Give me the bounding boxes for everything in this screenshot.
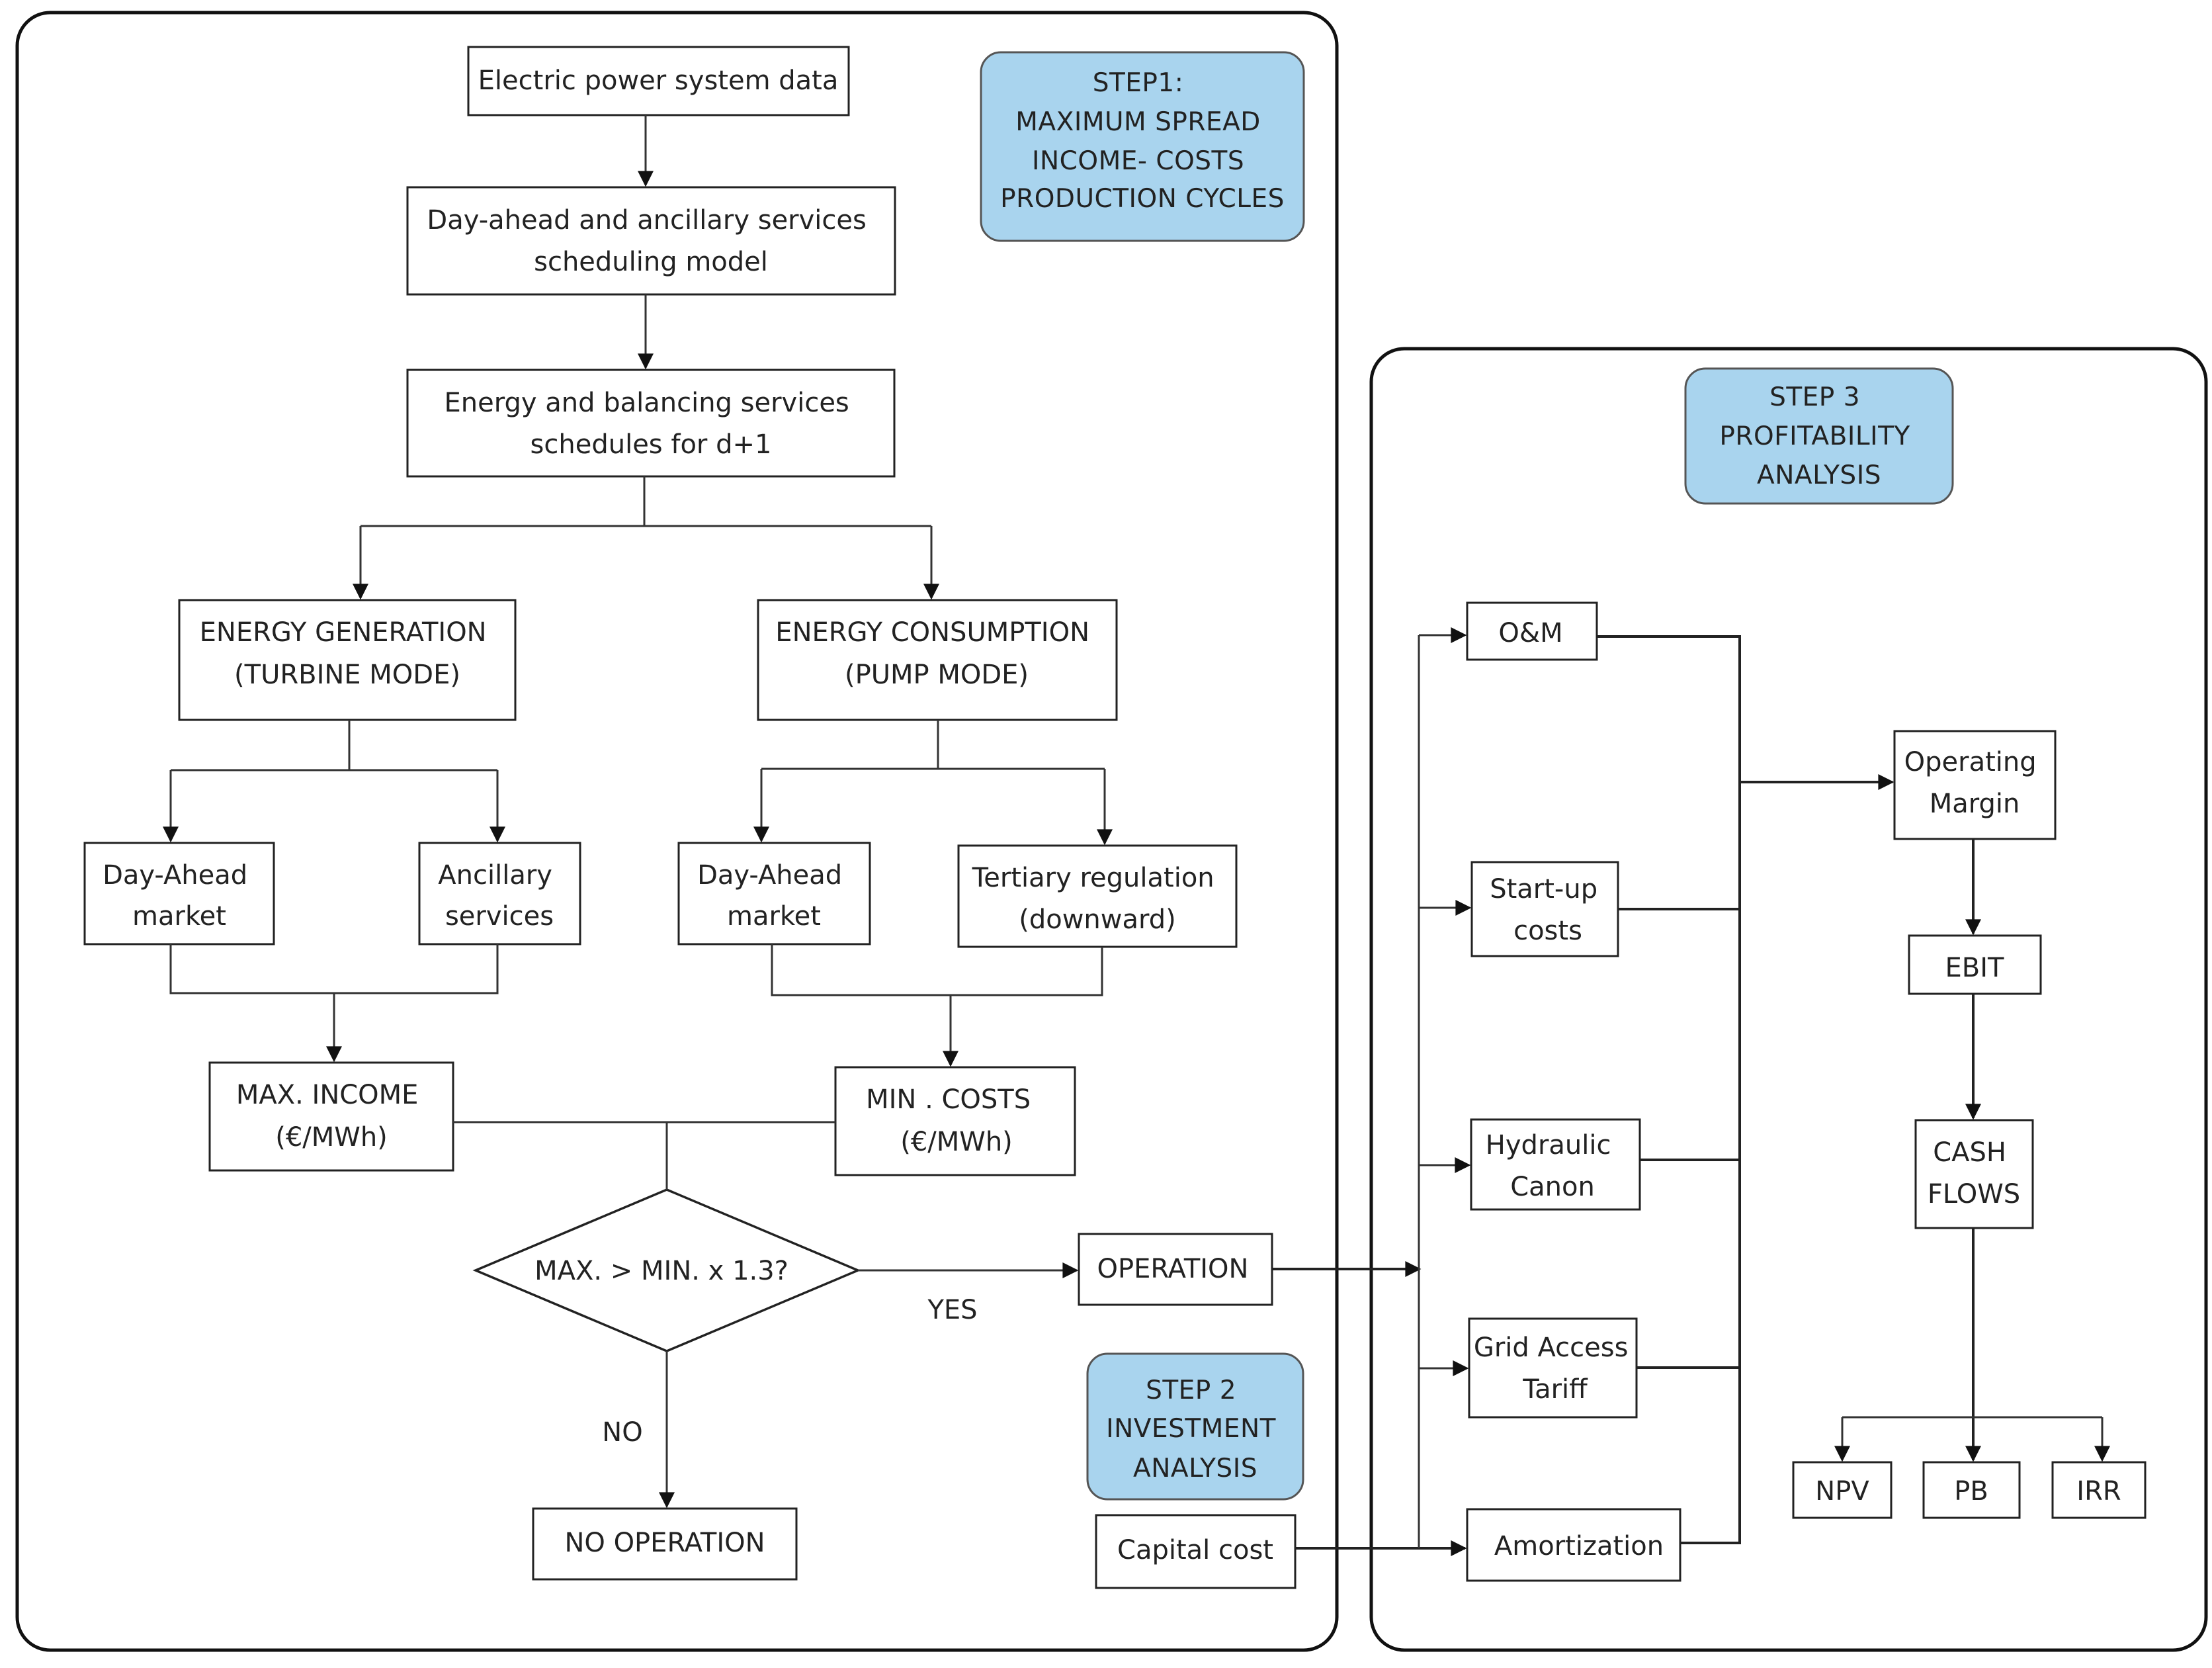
amortization-text: Amortization bbox=[1494, 1531, 1664, 1561]
om-box: O&M bbox=[1466, 601, 1598, 661]
no-label: NO bbox=[602, 1417, 642, 1448]
pb-text: PB bbox=[1954, 1476, 1988, 1507]
ancillary-services-text: Ancillary services bbox=[438, 860, 560, 932]
scheduling-model-box: Day-ahead and ancillary services schedul… bbox=[406, 186, 896, 296]
power-data-text: Electric power system data bbox=[478, 66, 839, 96]
energy-generation-text: ENERGY GENERATION (TURBINE MODE) bbox=[200, 617, 495, 690]
ebit-box: EBIT bbox=[1908, 934, 2042, 995]
step2-text: STEP 2 INVESTMENT ANALYSIS bbox=[1106, 1376, 1285, 1483]
power-data-box: Electric power system data bbox=[467, 46, 850, 116]
energy-generation-box: ENERGY GENERATION (TURBINE MODE) bbox=[178, 599, 517, 721]
capital-cost-box: Capital cost bbox=[1095, 1514, 1297, 1589]
startup-costs-box: Start-up costs bbox=[1470, 861, 1619, 957]
max-income-text: MAX. INCOME (€/MWh) bbox=[236, 1080, 427, 1153]
energy-consumption-text: ENERGY CONSUMPTION (PUMP MODE) bbox=[775, 617, 1097, 690]
step3-label: STEP 3 PROFITABILITY ANALYSIS bbox=[1684, 367, 1954, 505]
costs-merge-bus bbox=[1597, 635, 1741, 1544]
merge-to-max-income bbox=[169, 944, 499, 1061]
step2-label: STEP 2 INVESTMENT ANALYSIS bbox=[1086, 1352, 1304, 1501]
split-schedules bbox=[361, 476, 931, 527]
pb-box: PB bbox=[1922, 1461, 2021, 1519]
min-costs-text: MIN . COSTS (€/MWh) bbox=[866, 1084, 1039, 1157]
cons-day-ahead-text: Day-Ahead market bbox=[697, 860, 851, 932]
step1-connectors bbox=[163, 115, 1113, 1509]
yes-label: YES bbox=[927, 1295, 977, 1325]
operation-text: OPERATION bbox=[1097, 1254, 1249, 1284]
tertiary-regulation-text: Tertiary regulation (downward) bbox=[972, 863, 1223, 935]
scheduling-model-text: Day-ahead and ancillary services schedul… bbox=[427, 205, 874, 277]
step1-panel bbox=[15, 11, 1339, 1652]
irr-box: IRR bbox=[2051, 1461, 2147, 1519]
ebit-text: EBIT bbox=[1945, 953, 2005, 983]
startup-costs-text: Start-up costs bbox=[1490, 874, 1606, 946]
schedules-box: Energy and balancing services schedules … bbox=[406, 369, 896, 478]
tertiary-regulation-box: Tertiary regulation (downward) bbox=[957, 844, 1238, 948]
min-costs-box: MIN . COSTS (€/MWh) bbox=[834, 1066, 1076, 1176]
max-income-box: MAX. INCOME (€/MWh) bbox=[208, 1061, 454, 1172]
cash-flows-box: CASH FLOWS bbox=[1914, 1119, 2034, 1229]
merge-to-min-costs bbox=[771, 944, 1103, 1065]
no-operation-box: NO OPERATION bbox=[532, 1507, 798, 1581]
amortization-box: Amortization bbox=[1466, 1508, 1681, 1582]
step3-connectors bbox=[1272, 627, 2110, 1556]
energy-consumption-box: ENERGY CONSUMPTION (PUMP MODE) bbox=[757, 599, 1118, 721]
cons-day-ahead-box: Day-Ahead market bbox=[677, 842, 871, 945]
grid-access-tariff-box: Grid Access Tariff bbox=[1468, 1317, 1638, 1419]
split-consumption bbox=[761, 720, 1105, 770]
split-generation bbox=[171, 720, 497, 771]
hydraulic-canon-box: Hydraulic Canon bbox=[1470, 1118, 1641, 1211]
npv-box: NPV bbox=[1792, 1461, 1893, 1519]
npv-text: NPV bbox=[1815, 1476, 1869, 1507]
no-operation-text: NO OPERATION bbox=[564, 1528, 765, 1558]
irr-text: IRR bbox=[2076, 1476, 2121, 1507]
step3-text: STEP 3 PROFITABILITY ANALYSIS bbox=[1719, 382, 1918, 490]
decision-text: MAX. > MIN. x 1.3? bbox=[534, 1256, 788, 1286]
decision-diamond: MAX. > MIN. x 1.3? bbox=[472, 1188, 861, 1352]
merge-to-decision bbox=[453, 1121, 835, 1190]
operating-margin-text: Operating Margin bbox=[1904, 747, 2045, 819]
step1-text: STEP1: MAXIMUM SPREAD INCOME- COSTS PROD… bbox=[1000, 68, 1285, 214]
hydraulic-canon-text: Hydraulic Canon bbox=[1486, 1130, 1619, 1202]
gen-day-ahead-text: Day-Ahead market bbox=[103, 860, 256, 932]
capital-cost-text: Capital cost bbox=[1117, 1535, 1273, 1565]
schedules-text: Energy and balancing services schedules … bbox=[444, 388, 857, 460]
gen-day-ahead-box: Day-Ahead market bbox=[83, 842, 275, 945]
cash-flows-text: CASH FLOWS bbox=[1928, 1137, 2020, 1209]
operation-box: OPERATION bbox=[1078, 1233, 1273, 1306]
operating-margin-box: Operating Margin bbox=[1893, 730, 2057, 840]
ancillary-services-box: Ancillary services bbox=[418, 842, 581, 945]
grid-access-tariff-text: Grid Access Tariff bbox=[1474, 1333, 1637, 1405]
step1-label: STEP1: MAXIMUM SPREAD INCOME- COSTS PROD… bbox=[980, 51, 1305, 242]
om-text: O&M bbox=[1498, 618, 1562, 648]
step3-panel bbox=[1369, 347, 2208, 1652]
